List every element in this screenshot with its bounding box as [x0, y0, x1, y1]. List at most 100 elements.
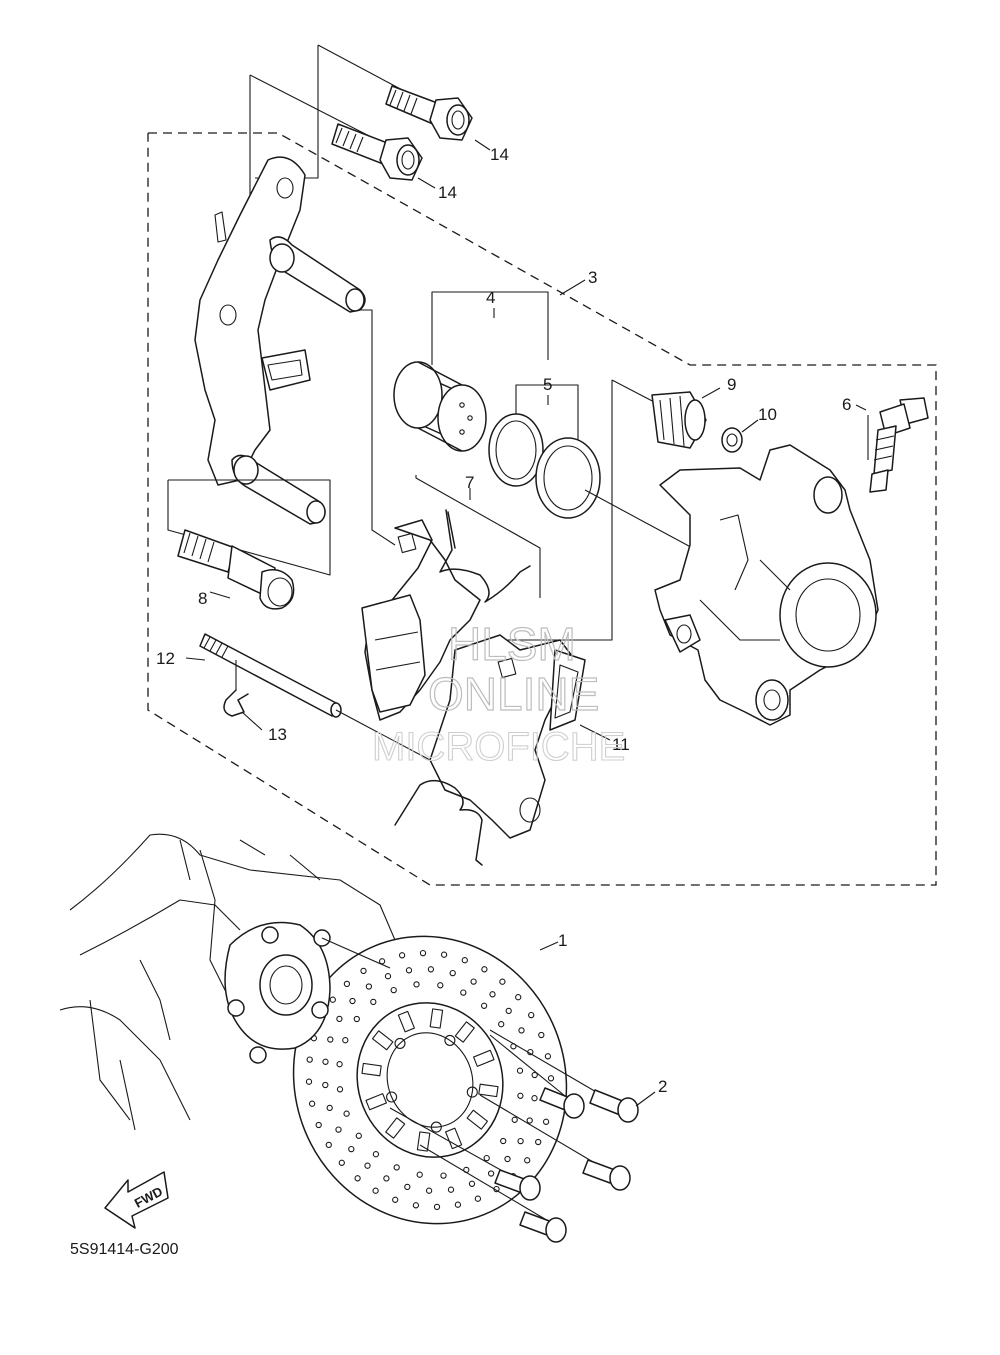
disc-vent-hole: [384, 973, 392, 980]
callout-2[interactable]: 2: [658, 1077, 667, 1096]
brake-disc[interactable]: [251, 895, 610, 1265]
callout-13[interactable]: 13: [268, 725, 287, 744]
disc-vent-hole: [483, 1154, 490, 1162]
bleed-boot[interactable]: [490, 379, 707, 641]
disc-vent-hole: [531, 1095, 538, 1102]
callout-10[interactable]: 10: [758, 405, 777, 424]
disc-vent-hole: [531, 1071, 538, 1079]
disc-vent-hole: [355, 1132, 362, 1139]
disc-vent-hole: [505, 1007, 512, 1015]
disc-inner-slot: [416, 1131, 431, 1152]
disc-vent-hole: [528, 1011, 535, 1019]
disc-vent-hole: [335, 1126, 342, 1133]
disc-bolt[interactable]: [494, 1169, 541, 1201]
caliper-bolt-upper[interactable]: [255, 44, 473, 179]
disc-inner-slot: [445, 1127, 463, 1150]
brake-pad-outer[interactable]: [361, 475, 541, 721]
pad-spring-lower[interactable]: [394, 779, 483, 866]
watermark: HLSM ONLINE MICROFICHE: [371, 617, 625, 769]
disc-vent-hole: [454, 1201, 462, 1208]
disc-vent-hole: [364, 1162, 371, 1169]
disc-vent-hole: [419, 949, 427, 957]
caliper-bracket[interactable]: [194, 156, 366, 525]
slide-pin-boot[interactable]: [177, 529, 295, 610]
disc-vent-hole: [343, 1110, 350, 1117]
disc-bolt[interactable]: [519, 1211, 567, 1243]
disc-mount-hole: [444, 1034, 456, 1046]
disc-vent-hole: [308, 1100, 316, 1107]
disc-inner-slot: [397, 1010, 415, 1033]
disc-vent-hole: [544, 1053, 552, 1060]
disc-vent-hole: [305, 1078, 313, 1085]
disc-vent-hole: [480, 1002, 488, 1009]
pad-spring-upper[interactable]: [439, 509, 531, 603]
disc-vent-hole: [511, 1116, 518, 1123]
pad-pin-clip[interactable]: [223, 660, 249, 717]
disc-inner-slots: [361, 1008, 499, 1152]
disc-inner-slot: [365, 1093, 387, 1111]
disc-vent-hole: [336, 1061, 343, 1068]
disc-vent-hole: [440, 1172, 447, 1179]
disc-vent-hole: [449, 969, 456, 977]
disc-vent-hole: [542, 1118, 550, 1125]
disc-vent-hole: [343, 980, 351, 988]
pad-pin[interactable]: [199, 633, 431, 761]
boot-guide-box: [167, 479, 331, 576]
callout-1[interactable]: 1: [558, 931, 567, 950]
disc-vent-hole: [327, 1036, 334, 1043]
disc-bolt[interactable]: [589, 1089, 639, 1123]
watermark-line-3: MICROFICHE: [372, 725, 625, 769]
disc-vent-hole: [329, 996, 336, 1003]
brake-pad-inner[interactable]: [429, 634, 586, 839]
disc-inner-slot: [466, 1109, 489, 1130]
callout-14-upper[interactable]: 14: [490, 145, 509, 164]
callout-12[interactable]: 12: [156, 649, 175, 668]
disc-vent-hole: [499, 978, 506, 985]
bleeder-valve[interactable]: [867, 397, 929, 493]
disc-inner-slot: [454, 1021, 475, 1043]
disc-vent-hole: [517, 1137, 524, 1145]
disc-inner-slot: [473, 1049, 495, 1067]
callout-3[interactable]: 3: [588, 268, 597, 287]
disc-vent-hole: [306, 1056, 313, 1063]
callout-leaders: [185, 139, 867, 1107]
disc-vent-hole: [517, 1092, 524, 1099]
disc-vent-hole: [425, 1187, 433, 1194]
callout-8[interactable]: 8: [198, 589, 207, 608]
callout-4[interactable]: 4: [486, 288, 495, 307]
disc-vent-hole: [416, 1171, 423, 1178]
disc-vent-hole: [392, 1196, 399, 1203]
disc-vent-hole: [378, 958, 386, 965]
disc-vent-hole: [468, 1180, 476, 1187]
disc-inner-slot: [429, 1008, 444, 1029]
disc-vent-hole: [440, 951, 448, 958]
callout-14-lower[interactable]: 14: [438, 183, 457, 202]
disc-vent-hole: [413, 981, 420, 988]
disc-vent-hole: [370, 998, 377, 1006]
disc-vent-hole: [360, 967, 367, 975]
disc-vent-hole: [447, 1186, 455, 1193]
disc-vent-hole: [460, 989, 467, 996]
disc-mount-hole: [386, 1091, 398, 1103]
disc-vent-hole: [372, 1151, 380, 1158]
disc-bolts[interactable]: [389, 1029, 639, 1243]
caliper-assembly-boundary: [147, 132, 937, 886]
callout-6[interactable]: 6: [842, 395, 851, 414]
disc-vent-hole: [353, 1015, 360, 1023]
callout-7[interactable]: 7: [465, 473, 474, 492]
callout-5[interactable]: 5: [543, 375, 552, 394]
disc-bolt[interactable]: [582, 1159, 631, 1191]
callout-9[interactable]: 9: [727, 375, 736, 394]
disc-bolt[interactable]: [539, 1087, 585, 1119]
callout-11[interactable]: 11: [612, 735, 630, 754]
caliper-body[interactable]: [654, 444, 879, 726]
caliper-piston[interactable]: [393, 291, 549, 452]
disc-vent-hole: [433, 1203, 441, 1211]
watermark-line-2: ONLINE: [428, 668, 599, 720]
disc-vent-hole: [383, 1175, 390, 1182]
bleed-washer[interactable]: [721, 427, 743, 453]
piston-seals[interactable]: [488, 384, 601, 519]
disc-vent-hole: [372, 1187, 379, 1194]
disc-vent-hole: [404, 1183, 411, 1191]
disc-vent-hole: [390, 986, 397, 994]
